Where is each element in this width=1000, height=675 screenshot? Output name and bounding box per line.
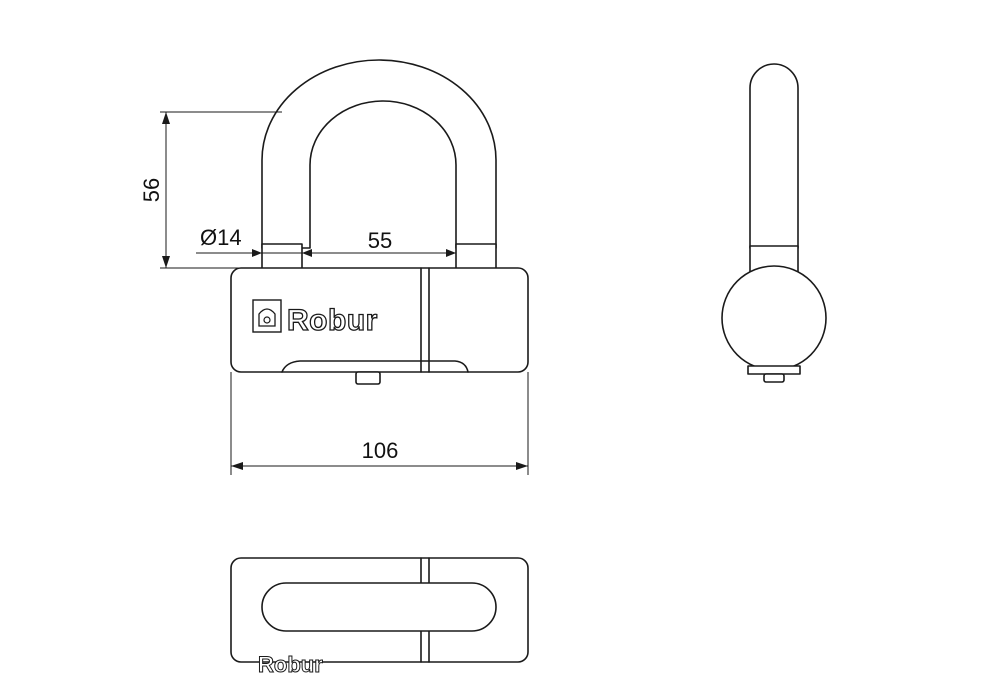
top-shackle-slot [261, 582, 497, 632]
inner-width-label: 55 [368, 228, 392, 253]
side-shackle [749, 63, 799, 249]
height-dimension: 56 [139, 111, 282, 269]
body-width-dimension: 106 [230, 372, 529, 475]
right-shackle-collar [455, 243, 497, 271]
diameter-label: Ø14 [200, 225, 242, 250]
front-view: Robur 56 Ø14 55 [139, 59, 529, 475]
side-lock-body [721, 265, 827, 371]
side-base-plate [747, 365, 801, 375]
keyway-plate [281, 360, 469, 373]
shackle-dimensions: Ø14 55 [196, 225, 456, 257]
logo-emblem-icon [252, 299, 282, 333]
brand-name: Robur [287, 304, 378, 337]
body-width-label: 106 [362, 438, 399, 463]
left-shackle-collar [261, 243, 303, 271]
side-key-cylinder [763, 373, 785, 383]
top-brand-name: Robur [258, 652, 323, 675]
robur-logo: Robur [252, 299, 378, 338]
top-view: Robur [230, 557, 529, 675]
side-view [721, 63, 827, 383]
key-cylinder [355, 371, 381, 385]
height-label: 56 [139, 178, 164, 202]
shackle [261, 59, 497, 249]
